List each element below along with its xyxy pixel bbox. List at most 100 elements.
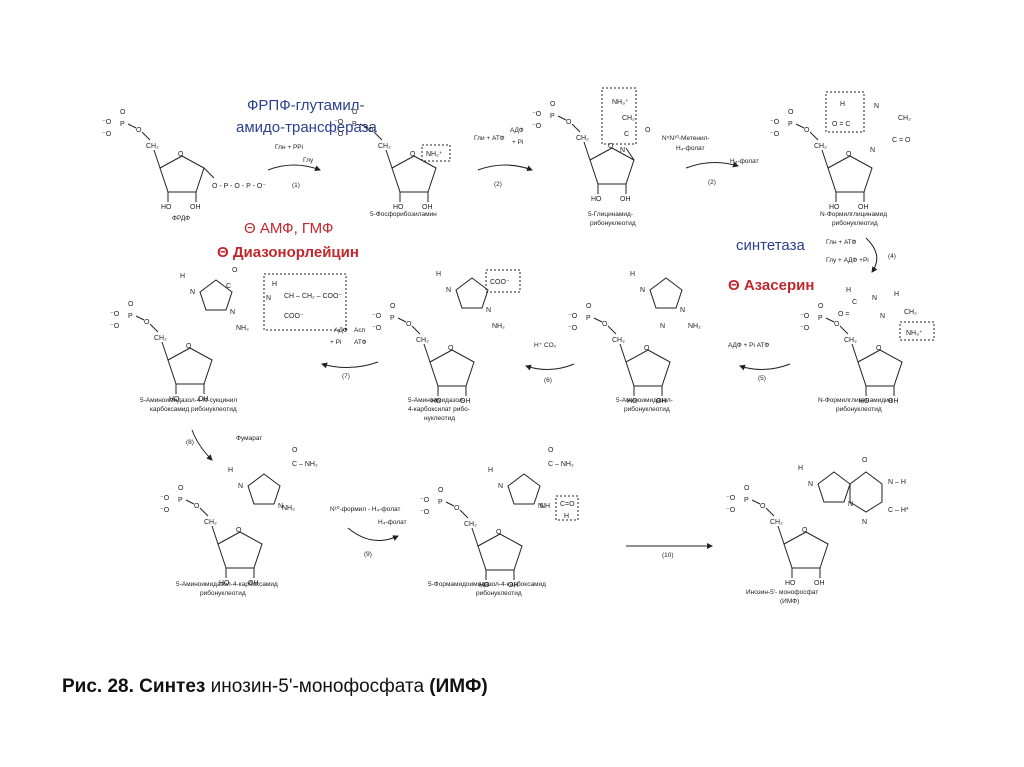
gar-label-1: 5-Глицинамид- bbox=[588, 211, 633, 218]
svg-text:C: C bbox=[852, 299, 857, 306]
caption-middle: инозин-5'-монофосфата bbox=[205, 676, 430, 697]
reaction-step-3: N⁵N¹⁰-Метенил- H₄-фолат H₄-фолат (2) bbox=[662, 134, 759, 186]
cair-label-1: 5-Аминоимидазол- bbox=[408, 397, 465, 404]
step-2-input: Гли + АТФ bbox=[474, 135, 505, 142]
svg-text:C – NH₂: C – NH₂ bbox=[548, 461, 574, 468]
reaction-step-6: H⁺ CO₂ (6) bbox=[525, 342, 575, 384]
svg-text:COO⁻: COO⁻ bbox=[284, 313, 304, 320]
enzyme-amidotransferase-line1: ФРПФ-глутамил- bbox=[247, 97, 364, 114]
air-structure: N NH₂ bbox=[567, 270, 701, 406]
reaction-step-2: Гли + АТФ АДФ + Pi (2) bbox=[474, 127, 533, 188]
step-7-input-2: + Pi bbox=[330, 339, 341, 346]
svg-text:O =: O = bbox=[838, 311, 849, 318]
svg-text:O: O bbox=[292, 447, 298, 454]
enzyme-synthetase: синтетаза bbox=[736, 237, 805, 254]
step-7-output-1: Асп bbox=[354, 327, 366, 334]
step-6-number: (6) bbox=[544, 377, 552, 384]
svg-text:H: H bbox=[840, 101, 845, 108]
step-7-number: (7) bbox=[342, 373, 350, 380]
svg-text:H: H bbox=[846, 287, 851, 294]
reaction-step-8: (8) Фумарат bbox=[186, 429, 262, 461]
reaction-step-7: АДФ + Pi Асп АТФ (7) bbox=[321, 327, 379, 380]
svg-text:N: N bbox=[862, 519, 867, 526]
svg-text:N: N bbox=[660, 323, 665, 330]
fgar-structure: N H O = C N CH₂ C = O bbox=[769, 91, 911, 212]
caption-prefix: Рис. 28. Синтез bbox=[62, 676, 206, 697]
cair-structure: COO⁻ NH₂ bbox=[371, 269, 521, 406]
svg-text:N – H: N – H bbox=[888, 479, 906, 486]
svg-text:N: N bbox=[872, 295, 877, 302]
reaction-step-1: Глн + PPi Глу (1) bbox=[267, 144, 321, 189]
figure-caption: Рис. 28. Синтез инозин-5'-монофосфата (И… bbox=[62, 676, 488, 698]
svg-text:N: N bbox=[870, 147, 875, 154]
svg-text:O: O bbox=[645, 127, 651, 134]
svg-text:C=O: C=O bbox=[560, 501, 575, 508]
saicar-label-2: карбоксамид рибонуклеотид bbox=[150, 405, 237, 413]
step-3-input-1: N⁵N¹⁰-Метенил- bbox=[662, 134, 710, 142]
svg-text:NH₂: NH₂ bbox=[492, 323, 505, 330]
saicar-structure: C O N H CH – CH₂ – COO⁻ COO⁻ NH₂ bbox=[109, 267, 347, 404]
saicar-label-1: 5-Аминоимидазол-4-N-сукцинил bbox=[140, 397, 237, 404]
fgam-structure: N H C O = N H CH₂ NH₃⁺ bbox=[799, 287, 935, 406]
svg-text:NH₂: NH₂ bbox=[282, 505, 295, 512]
step-8-number: (8) bbox=[186, 439, 194, 446]
inhibitor-azaserine: Θ Азасерин bbox=[728, 277, 814, 294]
gar-structure: N NH₃⁺ CH₂ C O bbox=[531, 87, 651, 204]
step-7-output-2: АТФ bbox=[354, 339, 367, 346]
svg-text:O: O bbox=[862, 457, 868, 464]
step-4-output: Глу + АДФ +Pi bbox=[826, 257, 869, 264]
fgam-label-2: рибонуклеотид bbox=[836, 405, 882, 413]
step-9-input: N¹⁰-формил - H₄-фолат bbox=[330, 505, 400, 513]
faicar-structure: C – NH₂ O NH C=O H bbox=[419, 447, 579, 590]
fgar-label-2: рибонуклеотид bbox=[832, 219, 878, 227]
fgam-label-1: N-Формилглицинамидин bbox=[818, 397, 893, 404]
step-1-input: Глн + PPi bbox=[275, 144, 303, 151]
svg-text:C = O: C = O bbox=[892, 137, 911, 144]
svg-text:C: C bbox=[624, 131, 629, 138]
imp-label-2: (ИМФ) bbox=[780, 598, 799, 605]
prpp-label: ФРДФ bbox=[172, 215, 190, 222]
aicar-label-1: 5-Аминоимидазол-4-карбоксамид bbox=[176, 580, 278, 588]
step-2-output-1: АДФ bbox=[510, 127, 524, 134]
step-9-output: H₄-фолат bbox=[378, 519, 407, 526]
air-label-2: рибонуклеотид bbox=[624, 405, 670, 413]
svg-text:N: N bbox=[620, 147, 625, 154]
reaction-step-10: (10) bbox=[626, 543, 713, 559]
reaction-step-9: N¹⁰-формил - H₄-фолат H₄-фолат (9) bbox=[330, 505, 407, 558]
svg-text:O: O bbox=[548, 447, 554, 454]
svg-text:C – NH₂: C – NH₂ bbox=[292, 461, 318, 468]
svg-text:NH₂: NH₂ bbox=[236, 325, 249, 332]
step-4-number: (4) bbox=[888, 253, 896, 260]
faicar-label-1: 5-Формамидоимидазол-4-карбоксамид bbox=[428, 580, 546, 588]
step-5-number: (5) bbox=[758, 375, 766, 382]
step-9-number: (9) bbox=[364, 551, 372, 558]
step-2-output-2: + Pi bbox=[512, 139, 523, 146]
aicar-label-2: рибонуклеотид bbox=[200, 589, 246, 597]
svg-text:H: H bbox=[894, 291, 899, 298]
svg-text:N: N bbox=[874, 103, 879, 110]
air-label-1: 5-Аминоимидазол- bbox=[616, 397, 673, 404]
step-3-input-2: H₄-фолат bbox=[676, 145, 705, 152]
svg-text:H: H bbox=[564, 513, 569, 520]
step-10-number: (10) bbox=[662, 552, 674, 559]
reaction-step-5: АДФ + Pi АТФ (5) bbox=[728, 342, 791, 382]
svg-text:CH₂: CH₂ bbox=[622, 115, 635, 122]
svg-text:O = C: O = C bbox=[832, 121, 850, 128]
step-4-input: Глн + АТФ bbox=[826, 239, 857, 246]
prpp-structure: O - P - O - P - O⁻ bbox=[101, 108, 266, 212]
svg-text:H: H bbox=[272, 281, 277, 288]
svg-text:C: C bbox=[226, 283, 231, 290]
imp-structure: O N – H C – H* N bbox=[725, 457, 909, 588]
step-1-number: (1) bbox=[292, 182, 300, 189]
phosphoribosylamine-label: 5-Фосфорибозиламин bbox=[370, 210, 437, 218]
step-6-input: H⁺ CO₂ bbox=[534, 342, 557, 349]
cair-label-2: 4-карбоксилат рибо- bbox=[408, 405, 470, 413]
step-7-input-1: АДФ bbox=[334, 327, 348, 334]
inhibitor-diazonorleucine: Θ Диазонорлейцин bbox=[217, 244, 359, 261]
pathway-diagram: HO OH O CH₂ O P O ⁻O ⁻O N H N O - P - O … bbox=[101, 87, 935, 605]
svg-text:N: N bbox=[880, 313, 885, 320]
svg-text:N: N bbox=[266, 295, 271, 302]
svg-text:O: O bbox=[232, 267, 238, 274]
svg-text:CH₂: CH₂ bbox=[904, 309, 917, 316]
svg-text:NH₂: NH₂ bbox=[688, 323, 701, 330]
